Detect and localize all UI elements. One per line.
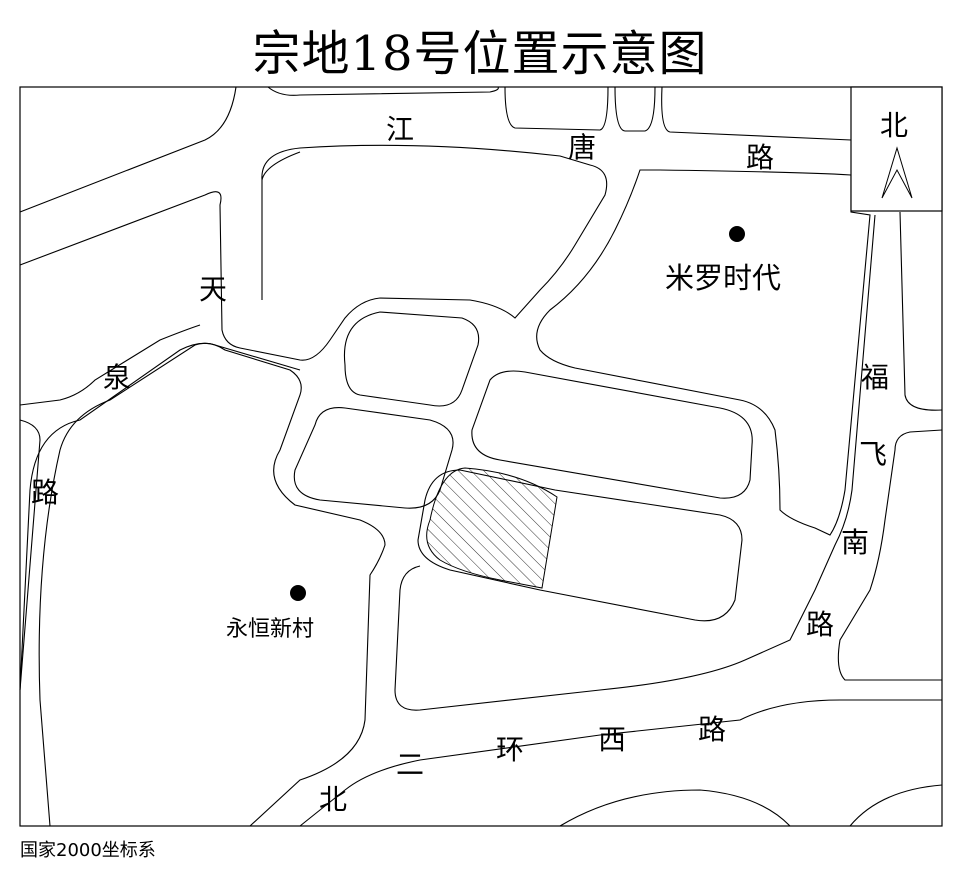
road-label-fufeinan-3: 南 [841,526,870,559]
map-title: 宗地18号位置示意图 [252,26,708,82]
road-label-beierhuan-3: 环 [496,733,525,766]
coordinate-system-note: 国家2000坐标系 [20,840,156,861]
poi-label-milo: 米罗时代 [665,261,782,295]
parcel-18-hatched[interactable] [426,467,558,589]
road-label-tianquan-3: 路 [31,476,60,509]
road-outlines [19,86,943,827]
road-label-jiangtang-2: 唐 [568,131,597,164]
road-label-fufeinan-2: 飞 [859,438,888,471]
map-frame [19,86,943,827]
poi-marker-yongheng [290,585,306,601]
road-label-beierhuan-1: 北 [319,783,348,816]
road-label-fufeinan-4: 路 [806,608,835,641]
road-label-tianquan-1: 天 [199,273,228,306]
road-label-jiangtang-3: 路 [746,141,775,174]
north-label: 北 [880,109,909,142]
road-label-beierhuan-4: 西 [598,723,627,756]
north-arrow-icon [881,146,913,199]
road-label-tianquan-2: 泉 [103,361,132,394]
road-label-fufeinan-1: 福 [861,361,890,394]
poi-label-yongheng: 永恒新村 [226,617,315,642]
poi-marker-milo [729,226,745,242]
road-label-beierhuan-2: 二 [396,748,425,781]
road-label-jiangtang-1: 江 [386,113,415,146]
road-label-beierhuan-5: 路 [698,713,727,746]
